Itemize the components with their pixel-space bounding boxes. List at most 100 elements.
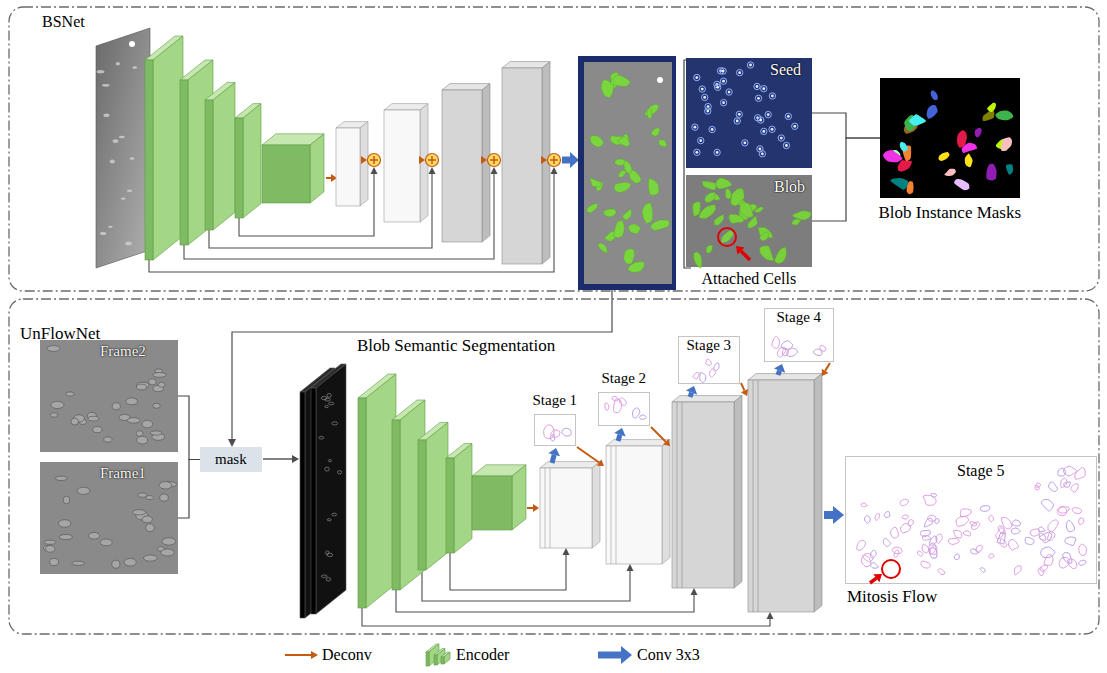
seed-mark bbox=[765, 111, 771, 117]
cell-sketch bbox=[327, 519, 331, 521]
flow-outline bbox=[1072, 508, 1082, 514]
layer-front bbox=[145, 60, 153, 260]
arrow-head bbox=[767, 612, 774, 619]
seed-mark bbox=[694, 126, 697, 129]
cell-sketch bbox=[148, 379, 156, 385]
arrow-head bbox=[491, 167, 498, 174]
blob-mark bbox=[775, 247, 787, 263]
layer-side bbox=[444, 652, 450, 664]
cell-sketch bbox=[110, 160, 115, 164]
arrow-head bbox=[663, 439, 670, 446]
layer-side bbox=[454, 444, 472, 553]
cell-sketch bbox=[121, 198, 126, 200]
layer-front bbox=[502, 68, 542, 264]
cell-sketch bbox=[126, 398, 138, 405]
stage-image: Stage 1 bbox=[524, 392, 586, 446]
flow-outline bbox=[960, 509, 971, 517]
image-art bbox=[599, 393, 651, 427]
arrow-shaft bbox=[285, 654, 311, 656]
cell-sketch bbox=[132, 66, 137, 69]
arrow-head bbox=[292, 455, 299, 463]
blob-mark bbox=[587, 203, 598, 213]
seed-mark bbox=[698, 137, 704, 143]
seed-mark bbox=[749, 64, 752, 67]
cell-sketch bbox=[332, 422, 338, 425]
flow-outline bbox=[894, 550, 899, 558]
flow-outline bbox=[1079, 560, 1086, 565]
deconv-head bbox=[419, 156, 425, 164]
blob-mark bbox=[623, 209, 632, 219]
node-label: BSNet bbox=[42, 13, 85, 31]
flow-outline bbox=[922, 544, 929, 552]
instance-mark bbox=[900, 142, 908, 152]
cell-sketch bbox=[100, 232, 106, 235]
instance-mark bbox=[927, 105, 938, 119]
cell-sketch bbox=[325, 405, 329, 407]
seed-mark bbox=[703, 96, 706, 99]
arrow-head bbox=[311, 651, 318, 659]
seed-mark bbox=[716, 151, 719, 154]
layer-side bbox=[437, 649, 445, 665]
blob-mark bbox=[628, 262, 644, 273]
flow-outline bbox=[924, 518, 932, 527]
seed-mark bbox=[701, 88, 704, 91]
seed-mark bbox=[720, 68, 726, 74]
stage-image: Stage 4 bbox=[764, 308, 834, 362]
instance-mark bbox=[987, 103, 996, 112]
deconv-head bbox=[361, 156, 367, 164]
blob-mark bbox=[618, 171, 626, 178]
layer-side bbox=[316, 364, 346, 614]
cell-sketch bbox=[338, 471, 342, 475]
blob-mark bbox=[706, 245, 712, 253]
arrow-shaft bbox=[598, 652, 621, 659]
seed-mark bbox=[759, 119, 762, 122]
cell-sketch bbox=[66, 392, 74, 396]
layer-front bbox=[441, 657, 444, 664]
flow-outline bbox=[963, 531, 970, 536]
flow-outline bbox=[989, 554, 994, 558]
seed-mark bbox=[756, 85, 759, 88]
cell-sketch bbox=[146, 496, 154, 500]
flow-outline bbox=[620, 398, 627, 406]
seed-mark bbox=[736, 111, 742, 117]
layer-front bbox=[442, 90, 482, 242]
arrow-shaft bbox=[741, 251, 750, 260]
seed-mark bbox=[726, 89, 732, 95]
arrow-head bbox=[563, 548, 570, 555]
cell-sketch bbox=[326, 578, 331, 581]
blob-mark bbox=[618, 137, 630, 147]
layer-front bbox=[300, 392, 305, 618]
image-panel bbox=[534, 414, 576, 446]
deconv-head bbox=[541, 156, 547, 164]
cell-sketch bbox=[130, 157, 135, 160]
blob-mark bbox=[755, 207, 764, 213]
arrow-shaft bbox=[741, 383, 744, 391]
layer-front bbox=[205, 100, 213, 230]
cell-sketch bbox=[327, 553, 333, 556]
flow-outline bbox=[980, 568, 985, 573]
flow-outline bbox=[884, 512, 890, 518]
blob-mark bbox=[614, 221, 625, 238]
board-edge bbox=[611, 446, 612, 564]
layer-front bbox=[672, 402, 734, 588]
network-panel: BSNetSeedBlobAttached CellsBlob Instance… bbox=[8, 6, 1100, 292]
flow-outline bbox=[562, 428, 571, 436]
panel-border bbox=[9, 7, 1099, 291]
skip-connection bbox=[450, 553, 566, 590]
cell-sketch bbox=[59, 534, 72, 539]
flow-outline bbox=[1039, 527, 1046, 532]
cell-sketch bbox=[129, 41, 135, 47]
flow-outline bbox=[863, 554, 874, 562]
blob-mark bbox=[647, 108, 652, 119]
sum-sign bbox=[373, 156, 375, 164]
flow-outline bbox=[633, 408, 640, 418]
flow-outline bbox=[1041, 547, 1055, 558]
flow-outline bbox=[1035, 485, 1039, 490]
blob-mark bbox=[694, 252, 702, 268]
instance-mark bbox=[890, 178, 908, 190]
cell-sketch bbox=[657, 77, 663, 83]
blob-mark bbox=[604, 209, 616, 217]
blob-mark bbox=[628, 224, 640, 234]
frame-image: Frame1 bbox=[40, 462, 178, 574]
